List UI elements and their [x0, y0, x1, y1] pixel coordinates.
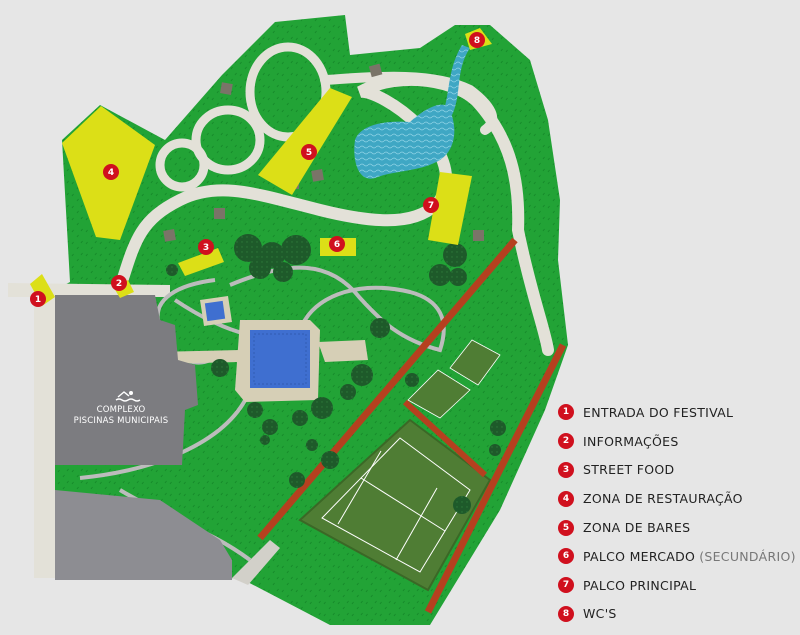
pool-building-line2: PISCINAS MUNICIPAIS	[74, 416, 169, 426]
court-small-1	[407, 369, 471, 419]
legend-item-bares[interactable]: 5 ZONA DE BARES	[558, 513, 796, 542]
legend-label-6: PALCO MERCADO	[583, 548, 696, 564]
legend-item-informacoes[interactable]: 2 INFORMAÇÕES	[558, 427, 796, 456]
running-track-1	[257, 237, 518, 541]
map-marker-5[interactable]: 5	[301, 144, 317, 160]
west-walkway	[34, 297, 55, 578]
legend-number-7: 7	[558, 577, 574, 594]
stream	[444, 45, 470, 115]
legend-item-restauracao[interactable]: 4 ZONA DE RESTAURAÇÃO	[558, 484, 796, 513]
map-marker-8[interactable]: 8	[469, 32, 485, 48]
map-legend: 1 ENTRADA DO FESTIVAL 2 INFORMAÇÕES 3 ST…	[558, 398, 796, 628]
map-marker-4[interactable]: 4	[103, 164, 119, 180]
south-road	[232, 540, 280, 585]
marker-3-number: 3	[203, 243, 209, 253]
legend-label-4: ZONA DE RESTAURAÇÃO	[583, 491, 743, 507]
east-walkway	[318, 340, 368, 362]
legend-label-1: ENTRADA DO FESTIVAL	[583, 404, 734, 420]
legend-sublabel-6: (SECUNDÁRIO)	[699, 548, 796, 564]
map-marker-6[interactable]: 6	[329, 236, 345, 252]
legend-item-street-food[interactable]: 3 STREET FOOD	[558, 456, 796, 485]
marker-8-number: 8	[474, 36, 480, 46]
legend-item-palco-mercado[interactable]: 6 PALCO MERCADO (SECUNDÁRIO)	[558, 542, 796, 571]
legend-number-3: 3	[558, 461, 574, 478]
legend-label-7: PALCO PRINCIPAL	[583, 577, 697, 593]
marker-6-number: 6	[334, 240, 340, 250]
zone-entrance	[30, 274, 55, 306]
legend-item-entrada[interactable]: 1 ENTRADA DO FESTIVAL	[558, 398, 796, 427]
legend-label-5: ZONA DE BARES	[583, 520, 691, 536]
map-marker-2[interactable]: 2	[111, 275, 127, 291]
map-marker-3[interactable]: 3	[198, 239, 214, 255]
marker-2-number: 2	[116, 279, 122, 289]
legend-number-5: 5	[558, 519, 574, 536]
legend-item-palco-principal[interactable]: 7 PALCO PRINCIPAL	[558, 571, 796, 600]
map-marker-7[interactable]: 7	[423, 197, 439, 213]
marker-7-number: 7	[428, 201, 434, 211]
tree-clusters	[166, 234, 506, 514]
swimmer-icon	[115, 391, 141, 402]
legend-number-4: 4	[558, 490, 574, 507]
kiddie-pool	[204, 300, 226, 322]
path-loops	[155, 42, 331, 192]
outdoor-pool	[250, 330, 310, 388]
zone-bares	[258, 88, 352, 195]
zone-street-food	[178, 248, 224, 276]
legend-number-1: 1	[558, 404, 574, 421]
legend-number-8: 8	[558, 605, 574, 622]
court-lines	[321, 437, 471, 573]
legend-label-2: INFORMAÇÕES	[583, 433, 679, 449]
running-track-3	[402, 399, 488, 478]
marker-5-number: 5	[306, 148, 312, 158]
marker-1-number: 1	[35, 295, 41, 305]
court-small-2	[449, 339, 501, 386]
south-plaza	[55, 490, 232, 580]
legend-label-8: WC'S	[583, 606, 617, 622]
running-track-2	[424, 343, 567, 614]
pool-grid	[253, 333, 307, 385]
legend-item-wc[interactable]: 8 WC'S	[558, 600, 796, 629]
map-marker-1[interactable]: 1	[30, 291, 46, 307]
legend-number-6: 6	[558, 548, 574, 565]
legend-number-2: 2	[558, 433, 574, 450]
tennis-court-main	[298, 418, 492, 592]
pool-building-label: COMPLEXO PISCINAS MUNICIPAIS	[74, 391, 169, 426]
marker-4-number: 4	[108, 168, 114, 178]
zone-palco-principal	[428, 172, 472, 245]
pool-building	[55, 295, 198, 465]
pool-building-line1: COMPLEXO	[97, 405, 146, 415]
lake	[354, 104, 455, 179]
legend-label-3: STREET FOOD	[583, 462, 675, 478]
